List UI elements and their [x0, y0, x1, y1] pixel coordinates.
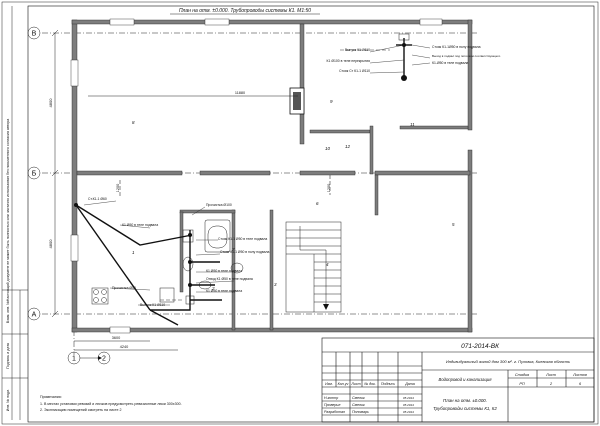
dim-upper: 4800 — [48, 98, 53, 108]
chimney-block — [289, 87, 305, 115]
side-cell-1: Взам. инв. № — [6, 301, 10, 323]
svg-text:Дата: Дата — [404, 382, 414, 386]
svg-text:Смелик: Смелик — [352, 396, 365, 400]
axis-bubble-a: А — [27, 307, 41, 321]
svg-text:Листов: Листов — [572, 373, 587, 377]
note-top-right-1: Стояк К1-1Ø50 в полу подвалa — [432, 45, 481, 49]
svg-text:7: 7 — [232, 247, 235, 252]
grid-axes — [42, 22, 478, 355]
svg-text:05.2014: 05.2014 — [403, 403, 414, 407]
svg-text:Смелик: Смелик — [352, 403, 365, 407]
notes-line-1: 1. В местах установки ревизий и лючков п… — [40, 402, 182, 406]
note-top-riser-1: Выпуск К1 Ø110 — [345, 48, 370, 52]
note-mid-5: Отвод К1 Ø50 в теле подвала — [206, 277, 253, 281]
svg-text:3: 3 — [274, 282, 277, 287]
svg-text:Разработал: Разработал — [324, 410, 345, 414]
svg-text:Подпись: Подпись — [381, 382, 395, 386]
svg-text:8: 8 — [132, 120, 135, 125]
annotations: Выпуск К1 Ø110 К1 Ø100 в теле перекрытия… — [88, 45, 501, 307]
leader-lines — [83, 44, 431, 306]
svg-text:6: 6 — [316, 201, 319, 206]
axis-bubble-2: 2 — [80, 351, 111, 365]
side-cell-2: Подпись и дата — [6, 343, 10, 369]
svg-text:05.2014: 05.2014 — [403, 410, 414, 414]
notes-heading: Примечания: — [40, 395, 62, 399]
svg-text:1: 1 — [132, 250, 135, 255]
svg-text:Лист: Лист — [350, 382, 360, 386]
svg-text:9: 9 — [330, 99, 333, 104]
svg-text:5: 5 — [452, 222, 455, 227]
svg-text:1: 1 — [72, 356, 76, 363]
svg-text:4: 4 — [326, 262, 329, 267]
sewer-pipes-k1 — [74, 33, 412, 326]
dim-main: 11880 — [235, 91, 245, 95]
axis-bubble-b: Б — [27, 166, 41, 180]
dim-small-2: 4240 — [120, 345, 128, 349]
svg-text:А: А — [32, 312, 37, 319]
svg-text:12: 12 — [345, 144, 351, 149]
general-notes: Примечания: 1. В местах установки ревизи… — [40, 395, 182, 412]
stamp-drawing-name-1: План на отм. ±0.000. — [443, 398, 487, 403]
svg-text:Изм.: Изм. — [325, 382, 333, 386]
note-top-right-3: К1-Ø50 в теле подвала — [432, 61, 468, 65]
stamp-object-name: Индивидуальный жилой дом 300 м². г. Пухо… — [446, 359, 570, 364]
note-mid-3: Стояк К1-1 Ø50 в полу подвала — [220, 250, 270, 254]
hidden-lines — [88, 49, 390, 301]
rotated-copyright-note: Настоящий документ не может быть полност… — [6, 119, 10, 302]
svg-text:Кол.уч: Кол.уч — [338, 382, 349, 386]
note-top-right-2: Выход в подвал под потолком соответствую… — [432, 54, 501, 58]
inner-frame — [27, 5, 595, 423]
title-block: 071-2014-ВК Изм. Кол.уч Лист № док. Подп… — [321, 337, 595, 423]
room-numbers: 8 9 10 11 12 5 6 4 3 1 7 2 — [132, 99, 455, 291]
svg-text:2: 2 — [102, 356, 106, 363]
note-mid-2: Стояк К1-1 Ø50 в теле подвала — [218, 237, 267, 241]
svg-text:2: 2 — [549, 382, 553, 386]
dim-small-1: 3600 — [112, 336, 120, 340]
left-dimension-chain: 4800 4800 — [48, 29, 59, 318]
left-margin-strip: Настоящий документ не может быть полност… — [2, 6, 28, 420]
svg-text:Пономарь: Пономарь — [352, 410, 369, 414]
svg-text:№ док.: № док. — [364, 382, 376, 386]
note-left-pipe-1: Ст.К1-1 Ø60 — [88, 197, 107, 201]
note-top-riser-2: К1 Ø100 в теле перекрытия — [327, 59, 371, 63]
svg-text:РП: РП — [519, 382, 525, 386]
drawing-title: План на отм. ±0.000. Трубопроводы систем… — [179, 8, 311, 14]
note-bottom-1: Прочистка Ø50 — [112, 286, 136, 290]
dim-small-4: 1200 — [327, 184, 331, 192]
note-bottom-2: Выпуск К1 Ø110 — [140, 303, 165, 307]
dimension-texts: 11880 3600 4240 1200 1200 — [74, 91, 331, 351]
note-top-riser-3: Стояк Ст К1-1 Ø110 — [339, 69, 370, 73]
svg-text:05.2014: 05.2014 — [403, 396, 414, 400]
svg-text:10: 10 — [325, 146, 331, 151]
svg-text:Н.контр: Н.контр — [324, 396, 338, 400]
note-mid-1: Прочистка Ø100 — [206, 203, 232, 207]
svg-text:В: В — [32, 31, 37, 38]
staircase — [285, 221, 342, 313]
bathroom-fixtures — [91, 219, 244, 305]
side-cell-3: Инв. № подл. — [6, 389, 10, 411]
axis-bubble-v: В — [27, 26, 41, 40]
interior-walls — [76, 23, 471, 331]
notes-line-2: 2. Экспликацию помещений смотреть на лис… — [40, 408, 122, 412]
svg-text:2: 2 — [211, 286, 215, 291]
svg-text:Стадия: Стадия — [515, 373, 529, 377]
note-left-pipe-2: К1 Ø50 в теле подвалa — [122, 223, 158, 227]
note-mid-4: К1 Ø50 в теле подвала — [206, 269, 242, 273]
dim-lower: 4800 — [48, 239, 53, 249]
svg-text:6: 6 — [579, 382, 582, 386]
stamp-doc-code: 071-2014-ВК — [461, 343, 500, 350]
svg-text:Проверил: Проверил — [324, 403, 340, 407]
dim-small-3: 1200 — [116, 184, 120, 192]
svg-text:Лист: Лист — [545, 373, 556, 377]
svg-text:Б: Б — [32, 171, 37, 178]
svg-text:11: 11 — [410, 122, 415, 127]
stamp-drawing-name-2: Трубопроводы системы К1, К2 — [433, 406, 497, 411]
note-mid-6: К1 Ø50 в теле подвала — [206, 289, 242, 293]
stamp-section-name: Водопровод и канализация — [439, 377, 493, 382]
